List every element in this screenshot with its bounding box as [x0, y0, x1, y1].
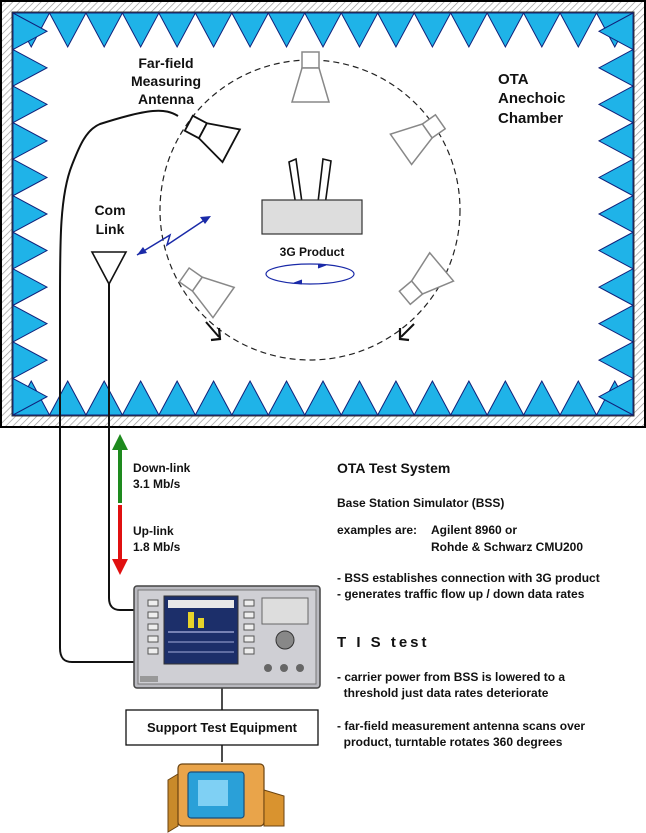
ota-system-title: OTA Test System	[337, 460, 451, 476]
support-test-box	[125, 709, 319, 746]
absorber-cone	[449, 379, 488, 416]
turntable-rotation-icon	[265, 263, 355, 285]
examples-rohde: Rohde & Schwarz CMU200	[431, 540, 584, 554]
absorber-cone	[522, 12, 561, 49]
support-box-label: Support Test Equipment	[147, 720, 298, 735]
absorber-cone	[449, 12, 488, 49]
far-field-label-2: Measuring	[131, 73, 201, 89]
absorber-cone	[12, 377, 49, 416]
horn-antenna-icon	[398, 251, 455, 306]
absorber-cone	[376, 12, 416, 49]
absorber-cone	[12, 121, 49, 161]
product-label: 3G Product	[280, 245, 345, 259]
absorber-cone	[12, 267, 49, 307]
cable-com-link	[108, 284, 135, 611]
scan-arrow-left	[205, 321, 222, 342]
computer-workstation-icon	[167, 763, 285, 833]
horn-antenna-icon	[290, 51, 331, 103]
absorber-cone	[597, 48, 634, 87]
absorber-cone	[376, 379, 416, 416]
absorber-cone	[12, 194, 49, 234]
far-field-label-3: Antenna	[138, 91, 194, 107]
chamber-title-1: OTA	[498, 71, 529, 88]
absorber-cone	[413, 12, 452, 49]
com-link-label-1: Com	[94, 202, 125, 218]
absorber-cone	[559, 379, 598, 416]
absorber-cone	[597, 85, 634, 124]
absorber-cone	[413, 379, 452, 416]
absorber-cone	[158, 379, 197, 416]
absorber-cone	[194, 379, 233, 416]
absorber-cone	[267, 12, 306, 49]
absorber-cone	[522, 379, 561, 416]
bss-line: Base Station Simulator (BSS)	[337, 496, 505, 510]
bss-instrument-icon	[133, 585, 321, 689]
absorber-cone	[486, 379, 525, 416]
absorber-cone	[486, 12, 525, 49]
absorber-cone	[597, 121, 634, 161]
absorber-cone	[597, 231, 634, 270]
cable-measuring-antenna	[59, 109, 179, 663]
tis-bullet-1b: threshold just data rates deteriorate	[337, 686, 549, 700]
absorber-cone	[158, 12, 197, 49]
tis-bullet-1a: - carrier power from BSS is lowered to a	[337, 670, 566, 684]
absorber-cone	[12, 12, 49, 51]
far-field-antenna-icon	[183, 114, 242, 164]
absorber-cone	[12, 48, 49, 87]
bullet-connection: - BSS establishes connection with 3G pro…	[337, 571, 600, 585]
absorber-cone	[597, 267, 634, 307]
bullet-traffic: - generates traffic flow up / down data …	[337, 587, 585, 601]
uplink-rate: 1.8 Mb/s	[133, 540, 181, 554]
absorber-cone	[597, 158, 634, 197]
absorber-cone	[303, 379, 343, 416]
examples-prefix: examples are:	[337, 523, 418, 537]
absorber-cone	[12, 231, 49, 270]
scan-arrow-right	[398, 323, 415, 342]
absorber-cone	[12, 158, 49, 197]
absorber-cone	[340, 379, 379, 416]
absorber-cone	[597, 377, 634, 416]
downlink-arrow	[112, 434, 128, 503]
tis-bullet-2a: - far-field measurement antenna scans ov…	[337, 719, 586, 733]
chamber-title-3: Chamber	[498, 110, 563, 127]
absorber-cone	[48, 12, 87, 49]
absorber-cone	[48, 379, 87, 416]
uplink-arrow	[112, 505, 128, 575]
absorber-cone	[230, 12, 270, 49]
absorber-cone	[12, 85, 49, 124]
far-field-label-1: Far-field	[138, 55, 193, 71]
absorber-cone	[85, 12, 124, 49]
absorber-cone	[597, 341, 634, 380]
absorber-cone	[85, 379, 124, 416]
horn-antenna-icon	[178, 266, 236, 319]
3g-product	[261, 157, 363, 235]
absorber-cone	[597, 194, 634, 234]
uplink-label: Up-link	[133, 524, 174, 538]
absorber-cone	[121, 12, 160, 49]
absorber-cone	[267, 379, 306, 416]
downlink-label: Down-link	[133, 461, 191, 475]
absorber-cone	[559, 12, 598, 49]
downlink-rate: 3.1 Mb/s	[133, 477, 181, 491]
tis-title: T I S test	[337, 634, 430, 651]
absorber-cones	[12, 12, 634, 416]
absorber-cone	[340, 12, 379, 49]
absorber-cone	[230, 379, 270, 416]
absorber-cone	[12, 304, 49, 343]
absorber-cone	[597, 304, 634, 343]
tis-bullet-2b: product, turntable rotates 360 degrees	[337, 735, 563, 749]
examples-agilent: Agilent 8960 or	[431, 523, 518, 537]
absorber-cone	[194, 12, 233, 49]
absorber-cone	[303, 12, 343, 49]
absorber-cone	[12, 341, 49, 380]
horn-antenna-icon	[389, 113, 447, 166]
absorber-cone	[597, 12, 634, 51]
dipole-antenna-icon	[90, 251, 128, 286]
chamber-title-2: Anechoic	[498, 90, 566, 107]
absorber-cone	[121, 379, 160, 416]
com-link-label-2: Link	[96, 221, 125, 237]
measurement-circle	[159, 59, 461, 361]
lightning-link-icon	[136, 216, 211, 256]
